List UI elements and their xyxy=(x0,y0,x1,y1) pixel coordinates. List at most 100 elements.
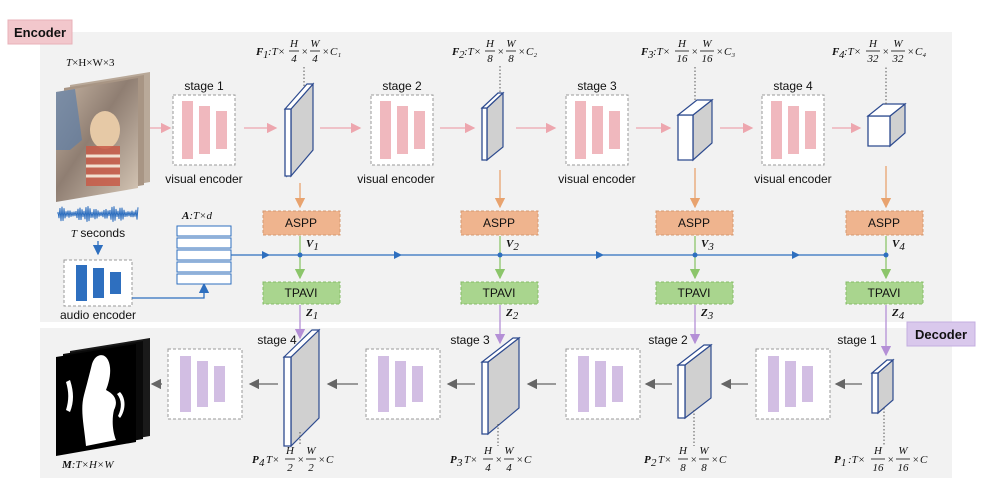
svg-text:4: 4 xyxy=(312,53,318,65)
svg-text:T×: T× xyxy=(266,454,280,466)
encoder-stage-3-caption: visual encoder xyxy=(558,172,635,186)
svg-text:32: 32 xyxy=(892,53,905,65)
svg-text:16: 16 xyxy=(702,53,714,65)
svg-text:C₃: C₃ xyxy=(724,46,735,58)
decoder-block-4 xyxy=(167,348,243,420)
audio-line-arrowhead-3 xyxy=(596,251,604,259)
decoder-block-1 xyxy=(755,348,831,420)
svg-text:4: 4 xyxy=(839,49,845,61)
svg-text:W: W xyxy=(506,38,516,50)
svg-text:P: P xyxy=(834,454,841,466)
audio-feature-label: A:T×d xyxy=(181,210,213,222)
aspp-block-3: ASPP xyxy=(655,210,734,236)
encoder-stage-3-label: stage 3 xyxy=(577,79,617,93)
encoder-stage-2-label: stage 2 xyxy=(382,79,422,93)
decoder-stage-2-label: stage 2 xyxy=(648,333,688,347)
svg-text:H: H xyxy=(873,445,883,457)
svg-text:×: × xyxy=(318,454,325,466)
V3-label: V3 xyxy=(701,238,714,253)
svg-text:2: 2 xyxy=(308,462,314,474)
junction-dot-2 xyxy=(497,252,503,258)
svg-text:TPAVI: TPAVI xyxy=(483,286,516,300)
decoder-map-P4 xyxy=(282,328,321,448)
audio-feature-stack xyxy=(176,225,232,285)
svg-text:ASPP: ASPP xyxy=(868,216,900,230)
svg-text:H: H xyxy=(289,38,299,50)
decoder-map-P3 xyxy=(480,336,521,436)
V4-label: V4 xyxy=(892,238,905,253)
Z4-label: Z4 xyxy=(891,307,905,322)
feature-map-F1 xyxy=(283,82,315,178)
decoder-block-3 xyxy=(365,348,441,420)
audio-encoder-to-feature-arrow xyxy=(132,282,210,299)
encoder-stage-1: stage 1 visual encoder xyxy=(165,79,242,186)
svg-text:×: × xyxy=(322,46,329,58)
encoder-stage-1-caption: visual encoder xyxy=(165,172,242,186)
input-video-frames xyxy=(56,72,150,202)
feature-map-F4 xyxy=(866,102,907,148)
encoder-stage-4-caption: visual encoder xyxy=(754,172,831,186)
svg-text:×: × xyxy=(495,454,502,466)
decoder-stage-1-label: stage 1 xyxy=(837,333,877,347)
svg-text:F: F xyxy=(451,46,460,58)
Z1-label: Z1 xyxy=(305,307,318,322)
svg-text::T×: :T× xyxy=(268,46,285,58)
svg-text:1: 1 xyxy=(263,49,269,61)
encoder-stage-1-label: stage 1 xyxy=(184,79,224,93)
junction-dot-3 xyxy=(692,252,698,258)
svg-text:×: × xyxy=(716,46,723,58)
svg-text:8: 8 xyxy=(701,462,707,474)
svg-text:W: W xyxy=(306,445,316,457)
svg-text:×: × xyxy=(907,46,914,58)
audio-encoder-label: audio encoder xyxy=(60,308,136,322)
svg-text:8: 8 xyxy=(680,462,686,474)
aspp-block-1: ASPP xyxy=(262,210,341,236)
encoder-tag: Encoder xyxy=(7,19,73,45)
svg-text:2: 2 xyxy=(459,49,465,61)
output-mask-label: M:T×H×W xyxy=(61,459,114,471)
svg-text:16: 16 xyxy=(873,462,885,474)
svg-text:F: F xyxy=(255,46,264,58)
svg-text:C: C xyxy=(719,454,727,466)
feature-map-F3 xyxy=(676,98,714,162)
svg-text:H: H xyxy=(678,445,688,457)
Z3-label: Z3 xyxy=(700,307,714,322)
junction-dot-1 xyxy=(297,252,303,258)
encoder-stage-2: stage 2 visual encoder xyxy=(357,79,434,186)
svg-text:T×: T× xyxy=(464,454,478,466)
svg-text:F: F xyxy=(831,46,840,58)
feature-map-F2 xyxy=(480,91,505,162)
V2-label: V2 xyxy=(506,238,519,253)
svg-text:W: W xyxy=(893,38,903,50)
svg-text:4: 4 xyxy=(291,53,297,65)
svg-text:H: H xyxy=(485,38,495,50)
encoder-stage-4: stage 4 visual encoder xyxy=(754,79,831,186)
svg-text:×: × xyxy=(516,454,523,466)
audio-seconds-label: T seconds xyxy=(71,226,125,240)
junction-dot-4 xyxy=(883,252,889,258)
input-shape-label: T×H×W×3 xyxy=(66,57,115,69)
svg-text::T×: :T× xyxy=(464,46,481,58)
svg-text:H: H xyxy=(868,38,878,50)
aspp-block-4: ASPP xyxy=(845,210,924,236)
decoder-tag: Decoder xyxy=(906,321,976,347)
encoder-tag-label: Encoder xyxy=(14,25,66,40)
V1-label: V1 xyxy=(306,238,319,253)
decoder-map-P2 xyxy=(676,343,713,420)
svg-text:1: 1 xyxy=(841,457,847,469)
svg-text:C₁: C₁ xyxy=(330,46,341,58)
svg-text:8: 8 xyxy=(487,53,493,65)
svg-text:ASPP: ASPP xyxy=(678,216,710,230)
svg-text:×: × xyxy=(297,454,304,466)
svg-text:×: × xyxy=(711,454,718,466)
svg-text:4: 4 xyxy=(259,457,265,469)
